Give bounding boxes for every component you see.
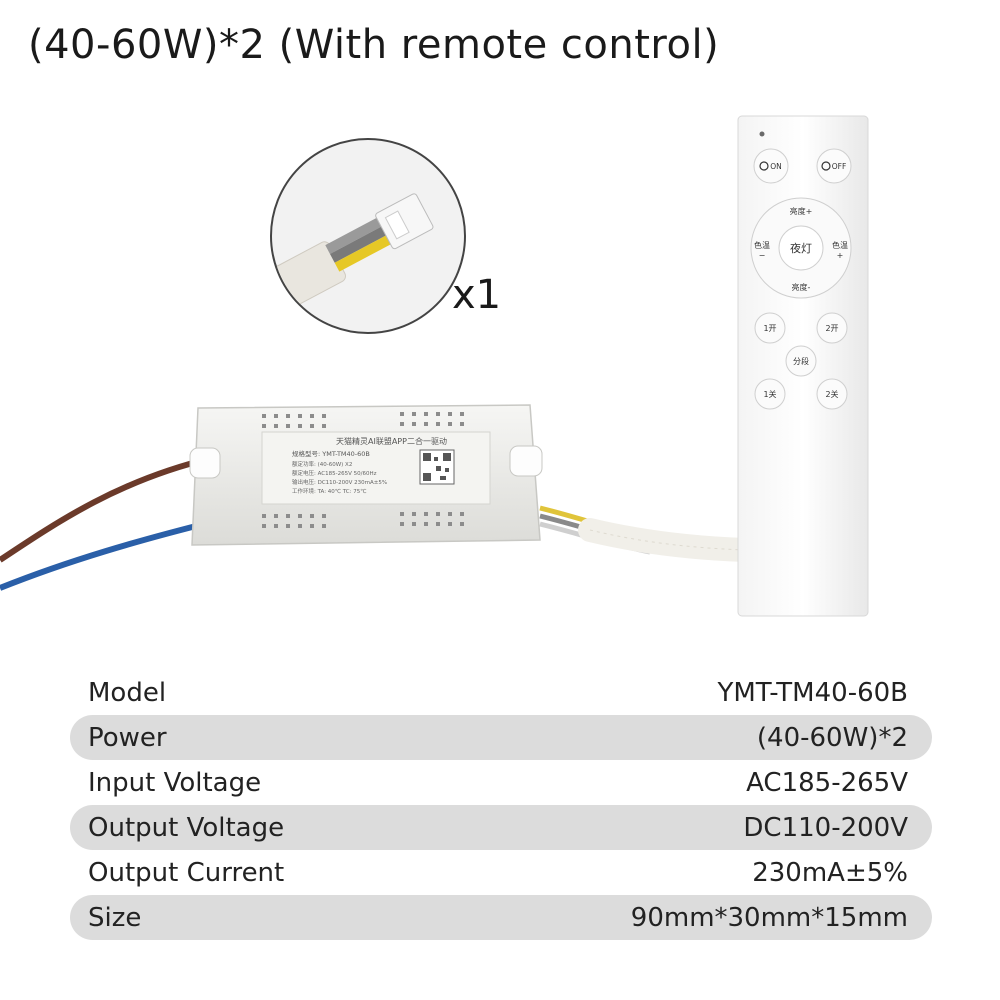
spec-value: DC110-200V <box>743 812 908 843</box>
spec-row-power: Power (40-60W)*2 <box>70 715 932 760</box>
svg-text:1关: 1关 <box>763 389 776 399</box>
remote-on-button: ON <box>753 148 789 184</box>
spec-value: (40-60W)*2 <box>756 722 908 753</box>
connector-quantity: x1 <box>452 272 502 318</box>
output-wires <box>539 505 757 562</box>
driver-label-model: 规格型号: YMT-TM40-60B <box>292 449 370 458</box>
driver-label-line-3: 输出电压: DC110-200V 230mA±5% <box>292 478 387 486</box>
svg-text:分段: 分段 <box>793 356 809 366</box>
brightness-up-label: 亮度+ <box>790 206 813 216</box>
spec-label: Output Current <box>88 857 285 888</box>
spec-label: Output Voltage <box>88 812 285 843</box>
spec-row-size: Size 90mm*30mm*15mm <box>70 895 932 940</box>
remote-control: ON OFF 亮度+ 亮度- 色温 − 色温 + 夜灯 1开 2开 <box>737 115 869 617</box>
spec-value: YMT-TM40-60B <box>717 677 908 708</box>
color-temp-plus-sign: + <box>837 251 844 260</box>
spec-label: Model <box>88 677 167 708</box>
spec-label: Size <box>88 902 142 933</box>
brightness-down-label: 亮度- <box>792 282 811 292</box>
spec-row-input-voltage: Input Voltage AC185-265V <box>70 760 932 805</box>
driver-label-line-2: 额定电压: AC185-265V 50/60Hz <box>292 469 377 477</box>
off-icon <box>821 161 831 171</box>
brown-wire <box>0 455 213 563</box>
svg-text:1开: 1开 <box>763 324 776 333</box>
spec-label: Power <box>88 722 167 753</box>
power-icon <box>759 161 769 171</box>
remote-1-off-button: 1关 <box>754 378 786 410</box>
spec-row-output-current: Output Current 230mA±5% <box>70 850 932 895</box>
remote-2-on-button: 2开 <box>816 312 848 344</box>
driver-label-line-4: 工作环境: TA: 40℃ TC: 75℃ <box>292 487 366 495</box>
spec-value: AC185-265V <box>746 767 908 798</box>
spec-table: Model YMT-TM40-60B Power (40-60W)*2 Inpu… <box>70 670 932 940</box>
remote-dpad: 亮度+ 亮度- 色温 − 色温 + 夜灯 <box>750 197 852 299</box>
product-illustration: 天猫精灵AI联盟APP二合一驱动 规格型号: YMT-TM40-60B 额定功率… <box>0 115 869 617</box>
spec-row-model: Model YMT-TM40-60B <box>70 670 932 715</box>
night-light-label: 夜灯 <box>790 241 812 255</box>
spec-label: Input Voltage <box>88 767 262 798</box>
connector-detail-circle <box>270 138 466 334</box>
svg-text:OFF: OFF <box>832 162 847 171</box>
spec-value: 90mm*30mm*15mm <box>630 902 908 933</box>
page-title: (40-60W)*2 (With remote control) <box>28 22 720 68</box>
spec-row-output-voltage: Output Voltage DC110-200V <box>70 805 932 850</box>
svg-text:2关: 2关 <box>825 389 838 399</box>
svg-text:ON: ON <box>770 162 782 171</box>
remote-1-on-button: 1开 <box>754 312 786 344</box>
spec-value: 230mA±5% <box>752 857 908 888</box>
remote-2-off-button: 2关 <box>816 378 848 410</box>
svg-text:2开: 2开 <box>825 324 838 333</box>
remote-indicator-led <box>759 131 765 137</box>
color-temp-minus-sign: − <box>759 251 766 260</box>
led-driver: 天猫精灵AI联盟APP二合一驱动 规格型号: YMT-TM40-60B 额定功率… <box>189 404 543 546</box>
blue-wire <box>0 519 213 591</box>
color-temp-minus-label: 色温 <box>754 240 770 250</box>
color-temp-plus-label: 色温 <box>832 240 848 250</box>
remote-off-button: OFF <box>816 148 852 184</box>
driver-label-header: 天猫精灵AI联盟APP二合一驱动 <box>336 436 447 446</box>
remote-segment-button: 分段 <box>785 345 817 377</box>
driver-label-line-1: 额定功率: (40-60W) X2 <box>292 460 352 468</box>
